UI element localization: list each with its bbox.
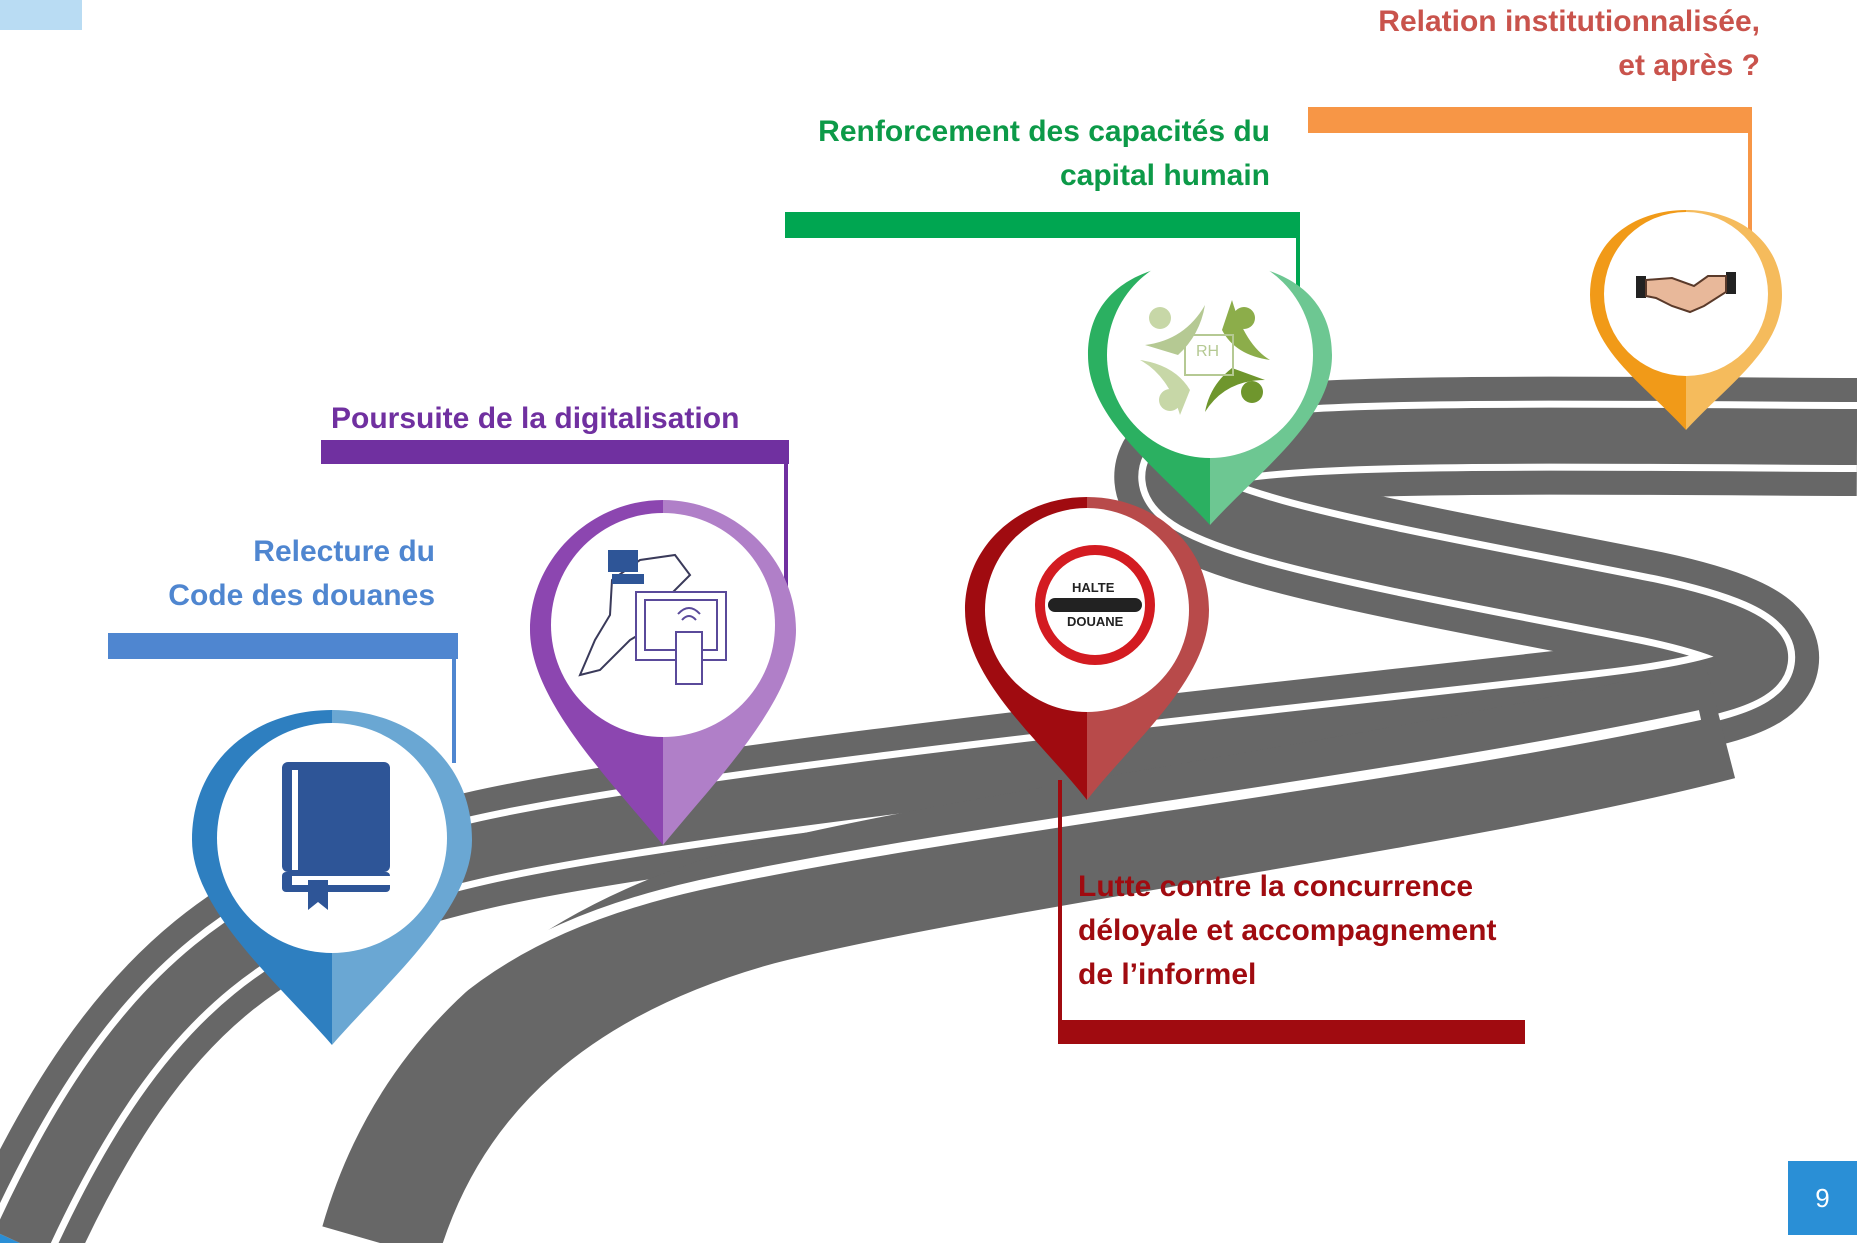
pin-code — [192, 710, 472, 1045]
label-relation-line-2: et après ? — [1618, 49, 1760, 82]
label-relation-line-1: Relation institutionnalisée, — [1378, 5, 1760, 38]
stop-sign-top-text: HALTE — [1072, 580, 1115, 595]
top-left-accent — [0, 0, 82, 30]
digital-bar — [321, 440, 789, 464]
pin-capacites-face — [1107, 252, 1313, 458]
label-digital-line-1: Poursuite de la digitalisation — [331, 402, 740, 435]
label-concurrence-line-1: Lutte contre la concurrence — [1078, 870, 1474, 903]
label-concurrence-line-2: déloyale et accompagnement — [1078, 914, 1497, 947]
relation-stem — [1748, 107, 1752, 232]
hr-text: RH — [1196, 343, 1220, 360]
digital-services-icon — [578, 550, 727, 685]
label-code: Relecture du Code des douanes — [100, 530, 435, 618]
connectors — [108, 107, 1752, 1044]
label-digital: Poursuite de la digitalisation — [331, 397, 739, 441]
label-code-line-1: Relecture du — [253, 535, 435, 568]
pin-concurrence — [965, 497, 1209, 800]
label-concurrence: Lutte contre la concurrence déloyale et … — [1078, 865, 1496, 997]
road-lower-line — [295, 710, 1702, 1243]
label-capacites-line-2: capital humain — [1059, 159, 1270, 192]
pin-capacites — [1088, 252, 1332, 525]
page-number: 9 — [1815, 1182, 1830, 1213]
digital-stem — [784, 440, 788, 590]
human-resources-icon — [1140, 300, 1270, 415]
capacites-bar — [785, 212, 1300, 238]
code-stem — [452, 633, 456, 763]
concurrence-bar — [1058, 1020, 1525, 1044]
book-icon — [282, 762, 390, 910]
pin-digital — [530, 500, 796, 845]
label-code-line-2: Code des douanes — [168, 579, 435, 612]
customs-stop-sign-icon — [1035, 545, 1155, 665]
label-relation: Relation institutionnalisée, et après ? — [1240, 0, 1760, 88]
label-concurrence-line-3: de l’informel — [1078, 958, 1257, 991]
road-lower-band — [322, 661, 1736, 1243]
relation-bar — [1308, 107, 1752, 133]
pin-relation — [1590, 210, 1782, 430]
code-bar — [108, 633, 458, 659]
label-capacites-line-1: Renforcement des capacités du — [818, 115, 1270, 148]
capacites-stem — [1296, 212, 1300, 302]
label-capacites: Renforcement des capacités du capital hu… — [760, 110, 1270, 198]
page-badge — [1788, 1161, 1857, 1235]
handshake-icon — [1636, 272, 1736, 314]
stop-sign-bottom-text: DOUANE — [1067, 614, 1124, 629]
concurrence-stem — [1058, 780, 1062, 1040]
